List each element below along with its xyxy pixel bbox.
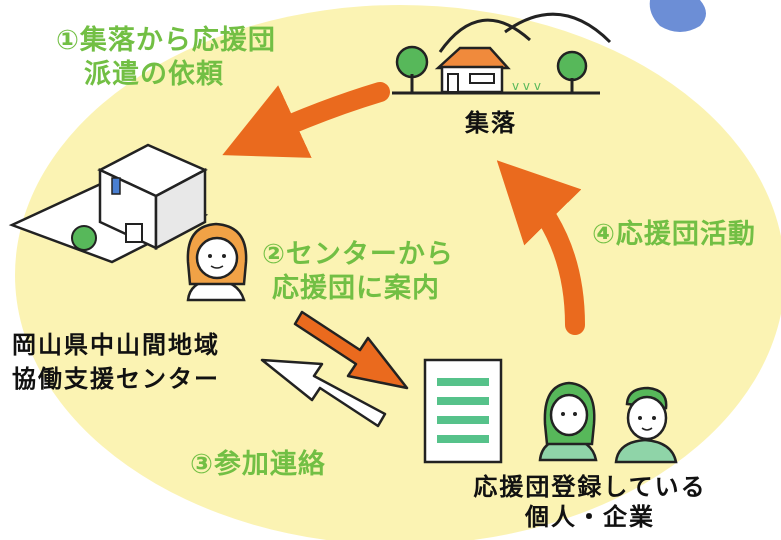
man-member-icon bbox=[614, 386, 678, 464]
step2-line1: ②センターから bbox=[262, 239, 454, 270]
woman-staff-icon bbox=[186, 222, 248, 302]
step2-line2: 応援団に案内 bbox=[272, 272, 440, 304]
step1-line2: 派遣の依頼 bbox=[84, 58, 224, 90]
supporters-label: 応援団登録している 個人・企業 bbox=[440, 472, 740, 532]
step4-label: ④応援団活動 bbox=[592, 219, 756, 250]
arrow-activity bbox=[496, 160, 585, 335]
water-drop-icon bbox=[649, 0, 706, 32]
supporters-line1: 応援団登録している bbox=[473, 473, 707, 501]
woman-member-icon bbox=[538, 381, 598, 462]
building-icon bbox=[8, 143, 221, 264]
step1-label: ①集落から応援団 派遣の依頼 bbox=[56, 24, 276, 92]
svg-text:v v v: v v v bbox=[512, 79, 541, 93]
step1-line1: ①集落から応援団 bbox=[56, 25, 276, 56]
village-icon: v v v bbox=[392, 12, 612, 95]
arrow-reply bbox=[260, 358, 387, 428]
clipboard-list-icon bbox=[423, 358, 503, 464]
center-line2: 協働支援センター bbox=[12, 365, 220, 393]
arrow-request bbox=[222, 82, 390, 158]
supporters-line2: 個人・企業 bbox=[525, 503, 655, 531]
arrow-guide bbox=[293, 310, 409, 390]
step2-label: ②センターから 応援団に案内 bbox=[262, 238, 454, 306]
village-label: 集落 bbox=[465, 109, 517, 137]
center-line1: 岡山県中山間地域 bbox=[12, 331, 220, 359]
center-label: 岡山県中山間地域 協働支援センター bbox=[12, 330, 220, 394]
step3-label: ③参加連絡 bbox=[190, 449, 326, 480]
